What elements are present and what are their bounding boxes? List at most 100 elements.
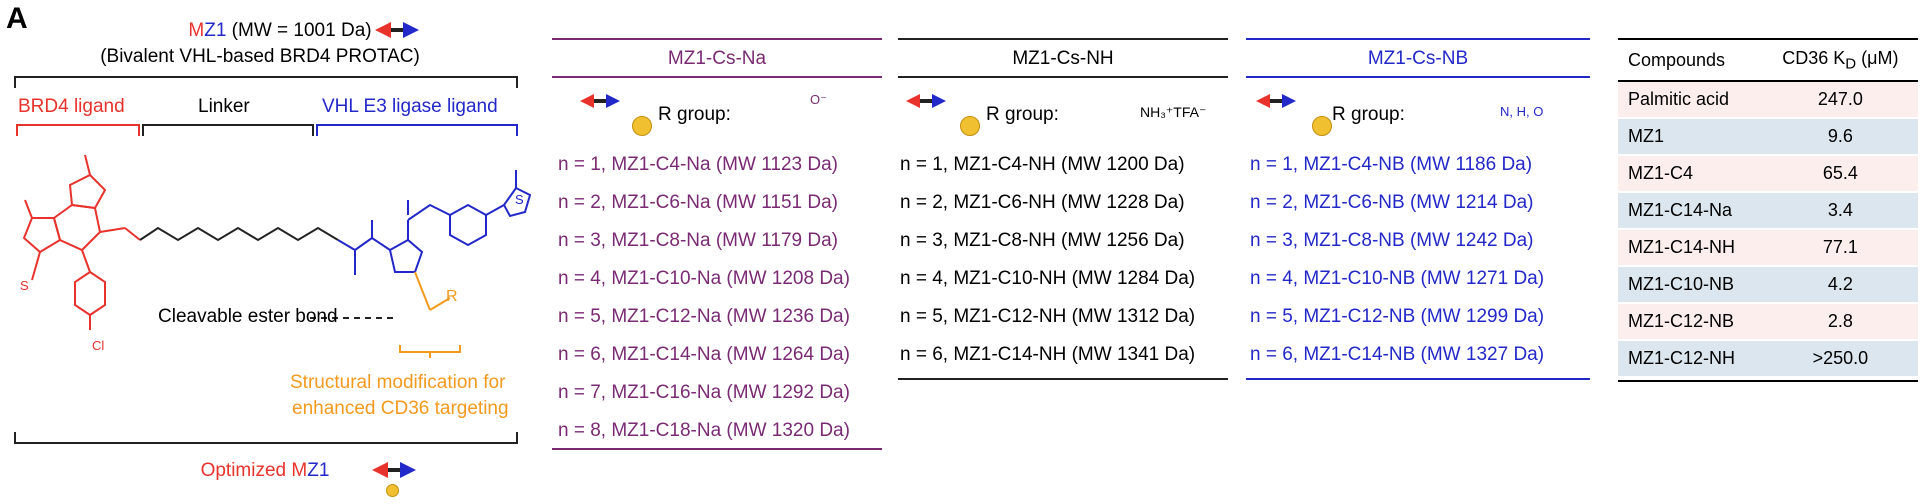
table-cell: 65.4 <box>1762 155 1918 193</box>
list-item: n = 2, MZ1-C6-NH (MW 1228 Da) <box>900 192 1185 213</box>
list-item: n = 8, MZ1-C18-Na (MW 1320 Da) <box>558 420 850 441</box>
table-top-rule <box>1618 38 1918 40</box>
title-z: Z1 <box>204 20 227 41</box>
lipid-tail-ball-icon <box>632 116 652 136</box>
cleavable-ester-label: Cleavable ester bond <box>158 306 338 327</box>
col-na-bottom-rule <box>552 448 882 450</box>
header-kd-k: CD36 K <box>1782 47 1846 68</box>
brace-linker <box>142 124 314 136</box>
svg-text:S: S <box>20 278 29 293</box>
mz1-subtitle: (Bivalent VHL-based BRD4 PROTAC) <box>100 46 420 67</box>
list-item: n = 4, MZ1-C10-Na (MW 1208 Da) <box>558 268 850 289</box>
header-kd-unit: (μM) <box>1856 47 1899 68</box>
col-nb-sub-rule <box>1246 76 1590 78</box>
col-nh-r-chem: NH₃⁺TFA⁻ <box>1140 104 1207 120</box>
table-cell: >250.0 <box>1762 340 1918 378</box>
col-nb-top-rule <box>1246 38 1590 40</box>
mz1-structure: S Cl S <box>20 154 532 358</box>
col-nb-r-group: R group: <box>1332 104 1405 125</box>
col-na-r-group: R group: <box>658 104 731 125</box>
brace-brd4 <box>16 124 140 136</box>
protac-bidirectional-arrow-icon <box>580 94 620 108</box>
lipid-tail-ball-icon <box>1312 116 1332 136</box>
optimized-prefix: Optimized <box>200 460 292 481</box>
table-row: MZ1-C12-NH>250.0 <box>1618 340 1918 378</box>
table-cell: 3.4 <box>1762 192 1918 230</box>
col-nh-bottom-rule <box>898 378 1228 380</box>
top-brace <box>14 76 518 88</box>
list-item: n = 7, MZ1-C16-Na (MW 1292 Da) <box>558 382 850 403</box>
list-item: n = 4, MZ1-C10-NB (MW 1271 Da) <box>1250 268 1545 289</box>
list-item: n = 2, MZ1-C6-NB (MW 1214 Da) <box>1250 192 1534 213</box>
list-item: n = 3, MZ1-C8-NB (MW 1242 Da) <box>1250 230 1534 251</box>
header-compounds: Compounds <box>1618 40 1763 82</box>
header-kd-sub: D <box>1845 55 1857 73</box>
list-item: n = 1, MZ1-C4-NH (MW 1200 Da) <box>900 154 1185 175</box>
table-cell: MZ1-C14-NH <box>1618 229 1763 267</box>
svg-text:S: S <box>515 192 524 207</box>
protac-bidirectional-arrow-icon <box>372 462 416 478</box>
linker-label: Linker <box>198 96 250 117</box>
mz1-title: MZ1 (MW = 1001 Da) <box>150 20 410 42</box>
optimized-z: Z1 <box>307 460 330 481</box>
col-nb-bottom-rule <box>1246 378 1590 380</box>
table-cell: MZ1-C10-NB <box>1618 266 1763 304</box>
list-item: n = 5, MZ1-C12-Na (MW 1236 Da) <box>558 306 850 327</box>
optimized-m: M <box>291 460 308 481</box>
header-kd: CD36 KD (μM) <box>1762 40 1918 82</box>
bottom-brace <box>14 432 518 444</box>
r-label: R <box>446 288 458 305</box>
protac-bidirectional-arrow-icon <box>1256 94 1296 108</box>
panel-label: A <box>6 2 28 35</box>
table-cell: Palmitic acid <box>1618 81 1763 119</box>
col-nb-title: MZ1-Cs-NB <box>1367 48 1469 69</box>
svg-text:Cl: Cl <box>92 338 104 353</box>
modification-label-1: Structural modification for <box>290 372 506 393</box>
table-cell: 2.8 <box>1762 303 1918 341</box>
list-item: n = 5, MZ1-C12-NH (MW 1312 Da) <box>900 306 1196 327</box>
list-item: n = 1, MZ1-C4-Na (MW 1123 Da) <box>558 154 838 175</box>
vhl-ligand-label: VHL E3 ligase ligand <box>322 96 498 117</box>
table-cell: MZ1-C12-NB <box>1618 303 1763 341</box>
brd4-ligand-label: BRD4 ligand <box>18 96 125 117</box>
title-mw: (MW = 1001 Da) <box>226 20 372 41</box>
table-cell: MZ1 <box>1618 118 1763 156</box>
table-cell: 9.6 <box>1762 118 1918 156</box>
table-cell: MZ1-C12-NH <box>1618 340 1763 378</box>
col-nh-top-rule <box>898 38 1228 40</box>
protac-bidirectional-arrow-icon <box>906 94 946 108</box>
list-item: n = 5, MZ1-C12-NB (MW 1299 Da) <box>1250 306 1545 327</box>
col-na-top-rule <box>552 38 882 40</box>
list-item: n = 2, MZ1-C6-Na (MW 1151 Da) <box>558 192 838 213</box>
col-na-sub-rule <box>552 76 882 78</box>
lipid-tail-ball-icon <box>386 484 399 497</box>
col-nb-r-chem: N, H, O <box>1500 104 1544 119</box>
col-nh-r-group: R group: <box>986 104 1059 125</box>
list-item: n = 3, MZ1-C8-NH (MW 1256 Da) <box>900 230 1185 251</box>
table-cell: 4.2 <box>1762 266 1918 304</box>
modification-label-2: enhanced CD36 targeting <box>292 398 509 419</box>
col-nh-title: MZ1-Cs-NH <box>1012 48 1114 69</box>
list-item: n = 6, MZ1-C14-NH (MW 1341 Da) <box>900 344 1196 365</box>
col-na-title: MZ1-Cs-Na <box>667 48 767 69</box>
title-m: M <box>188 20 205 41</box>
list-item: n = 4, MZ1-C10-NH (MW 1284 Da) <box>900 268 1196 289</box>
table-cell: MZ1-C14-Na <box>1618 192 1763 230</box>
optimized-label: Optimized MZ1 <box>150 460 380 482</box>
list-item: n = 1, MZ1-C4-NB (MW 1186 Da) <box>1250 154 1533 175</box>
col-nh-sub-rule <box>898 76 1228 78</box>
table-header-row: Compounds CD36 KD (μM) <box>1618 40 1918 82</box>
table-bottom-rule <box>1618 380 1918 382</box>
table-cell: MZ1-C4 <box>1618 155 1763 193</box>
protac-bidirectional-arrow-icon <box>375 22 419 38</box>
list-item: n = 3, MZ1-C8-Na (MW 1179 Da) <box>558 230 838 251</box>
brace-vhl <box>316 124 518 136</box>
